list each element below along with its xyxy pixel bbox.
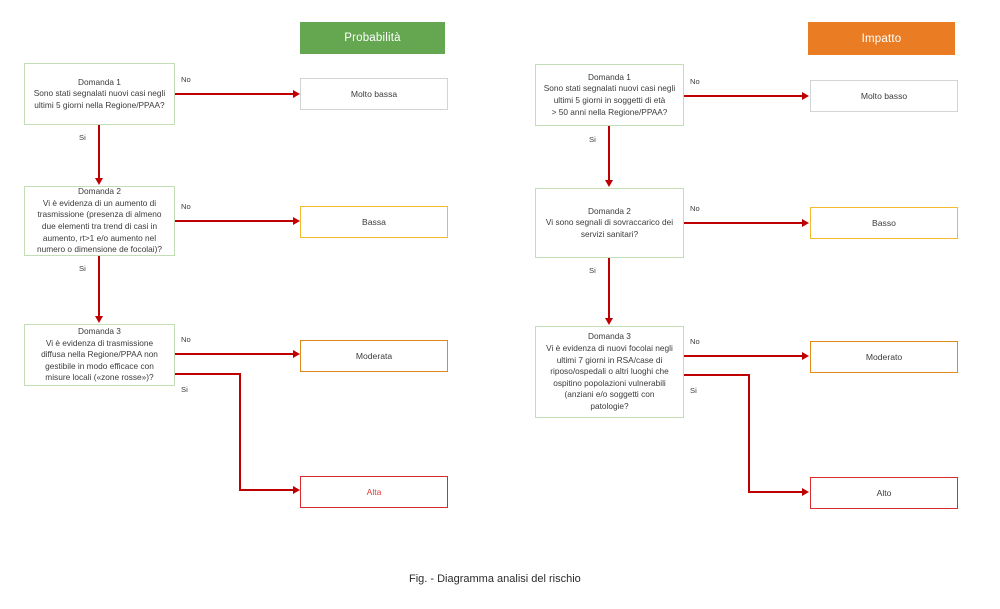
edge-impatto-q3-si-h2 xyxy=(748,491,802,493)
banner-impatto: Impatto xyxy=(808,22,955,55)
question-text-probabilita-q3: Domanda 3 Vi è evidenza di trasmissione … xyxy=(41,326,158,383)
outcome-label-molto-bassa: Molto bassa xyxy=(350,88,398,99)
arrowhead-impatto-q3-no xyxy=(802,351,809,360)
arrowhead-probabilita-q2-no xyxy=(293,216,300,225)
question-text-probabilita-q2: Domanda 2 Vi è evidenza di un aumento di… xyxy=(37,186,162,255)
outcome-box-bassa: Bassa xyxy=(300,206,448,238)
edge-impatto-q2-si xyxy=(608,258,610,318)
edge-probabilita-q1-si xyxy=(98,125,100,178)
arrowhead-impatto-q1-si xyxy=(604,180,613,187)
edge-label-probabilita-q1-no: No xyxy=(181,75,191,84)
edge-impatto-q3-si-v xyxy=(748,374,750,492)
edge-impatto-q1-si xyxy=(608,126,610,180)
outcome-label-moderato: Moderato xyxy=(865,351,903,362)
edge-probabilita-q2-no xyxy=(175,220,293,222)
edge-probabilita-q1-no xyxy=(175,93,293,95)
edge-label-impatto-q3-si: Si xyxy=(690,386,697,395)
edge-probabilita-q3-si-h1 xyxy=(175,373,241,375)
edge-probabilita-q3-no xyxy=(175,353,293,355)
outcome-box-alto: Alto xyxy=(810,477,958,509)
banner-probabilita: Probabilità xyxy=(300,22,445,54)
question-box-impatto-q1: Domanda 1 Sono stati segnalati nuovi cas… xyxy=(535,64,684,126)
edge-impatto-q1-no xyxy=(684,95,802,97)
figure-caption: Fig. - Diagramma analisi del rischio xyxy=(409,573,581,585)
arrowhead-impatto-q2-no xyxy=(802,218,809,227)
question-text-impatto-q1: Domanda 1 Sono stati segnalati nuovi cas… xyxy=(543,71,676,117)
edge-label-probabilita-q3-no: No xyxy=(181,335,191,344)
edge-label-impatto-q3-no: No xyxy=(690,337,700,346)
banner-impatto-label: Impatto xyxy=(861,32,902,45)
arrowhead-impatto-q2-si xyxy=(604,318,613,325)
arrowhead-probabilita-q1-no xyxy=(293,89,300,98)
edge-impatto-q3-si-h1 xyxy=(684,374,750,376)
outcome-label-moderata: Moderata xyxy=(355,350,393,361)
edge-impatto-q3-no xyxy=(684,355,802,357)
outcome-label-alto: Alto xyxy=(876,487,892,498)
arrowhead-probabilita-q3-si xyxy=(293,485,300,494)
arrowhead-probabilita-q2-si xyxy=(94,316,103,323)
edge-label-impatto-q2-no: No xyxy=(690,204,700,213)
arrowhead-impatto-q3-si xyxy=(802,487,809,496)
question-text-impatto-q2: Domanda 2 Vi sono segnali di sovraccaric… xyxy=(545,205,674,239)
edge-probabilita-q3-si-h2 xyxy=(239,489,293,491)
outcome-label-alta: Alta xyxy=(366,486,382,497)
outcome-box-molto-bassa: Molto bassa xyxy=(300,78,448,110)
edge-probabilita-q2-si xyxy=(98,256,100,316)
outcome-box-moderato: Moderato xyxy=(810,341,958,373)
outcome-box-alta: Alta xyxy=(300,476,448,508)
question-box-impatto-q2: Domanda 2 Vi sono segnali di sovraccaric… xyxy=(535,188,684,258)
question-text-impatto-q3: Domanda 3 Vi è evidenza di nuovi focolai… xyxy=(546,331,673,411)
outcome-box-basso: Basso xyxy=(810,207,958,239)
edge-label-impatto-q1-no: No xyxy=(690,77,700,86)
question-box-impatto-q3: Domanda 3 Vi è evidenza di nuovi focolai… xyxy=(535,326,684,418)
banner-probabilita-label: Probabilità xyxy=(344,32,401,44)
edge-label-impatto-q1-si: Si xyxy=(589,135,596,144)
arrowhead-impatto-q1-no xyxy=(802,91,809,100)
question-text-probabilita-q1: Domanda 1 Sono stati segnalati nuovi cas… xyxy=(33,76,166,110)
outcome-label-molto-basso: Molto basso xyxy=(860,90,908,101)
outcome-label-bassa: Bassa xyxy=(362,216,386,227)
edge-probabilita-q3-si-v xyxy=(239,373,241,490)
question-box-probabilita-q1: Domanda 1 Sono stati segnalati nuovi cas… xyxy=(24,63,175,125)
arrowhead-probabilita-q3-no xyxy=(293,349,300,358)
edge-label-probabilita-q2-si: Si xyxy=(79,264,86,273)
edge-label-probabilita-q1-si: Si xyxy=(79,133,86,142)
edge-label-probabilita-q3-si: Si xyxy=(181,385,188,394)
question-box-probabilita-q2: Domanda 2 Vi è evidenza di un aumento di… xyxy=(24,186,175,256)
arrowhead-probabilita-q1-si xyxy=(94,178,103,185)
outcome-box-moderata: Moderata xyxy=(300,340,448,372)
edge-impatto-q2-no xyxy=(684,222,802,224)
outcome-label-basso: Basso xyxy=(872,217,896,228)
edge-label-probabilita-q2-no: No xyxy=(181,202,191,211)
question-box-probabilita-q3: Domanda 3 Vi è evidenza di trasmissione … xyxy=(24,324,175,386)
edge-label-impatto-q2-si: Si xyxy=(589,266,596,275)
outcome-box-molto-basso: Molto basso xyxy=(810,80,958,112)
